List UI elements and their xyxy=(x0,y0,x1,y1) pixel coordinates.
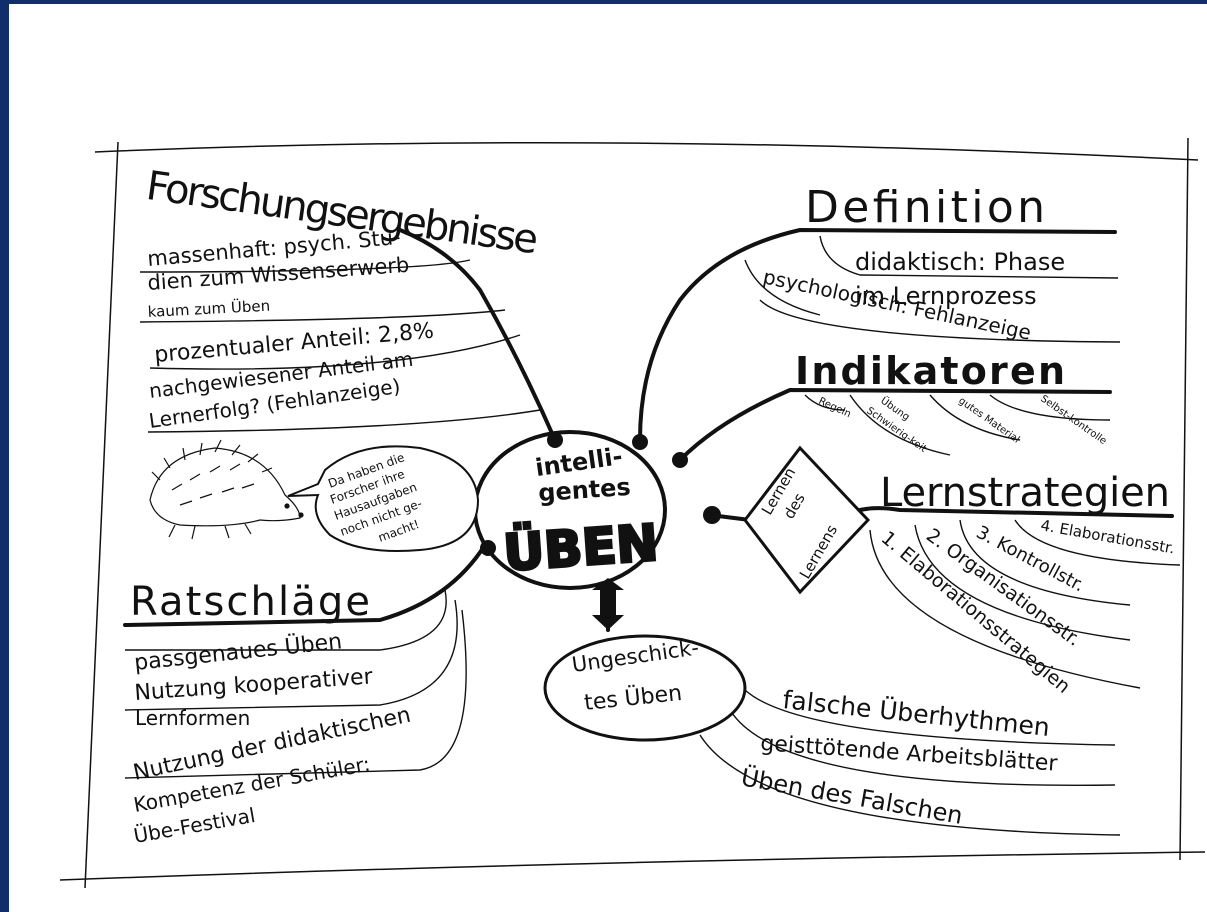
window-top-border xyxy=(0,0,1207,4)
hedgehog-icon xyxy=(149,439,304,540)
lernstrategien-title: Lernstrategien xyxy=(880,470,1170,516)
lernstrategie-4: 4. Elaborationsstr. xyxy=(1039,516,1176,557)
definition-item-1: didaktisch: Phase xyxy=(855,248,1065,276)
indikator-4: gutes Material xyxy=(956,395,1021,445)
branch-knots xyxy=(480,432,721,630)
center-label-line2: gentes xyxy=(537,473,631,507)
indikatoren-title: Indikatoren xyxy=(795,349,1065,393)
sub-branch-lines xyxy=(124,235,1181,836)
definition-item-2: im Lernprozess xyxy=(855,282,1037,310)
speech-bubble xyxy=(287,445,480,552)
lernen-des-lernens-diamond xyxy=(743,445,871,595)
indikator-1: Regeln xyxy=(817,396,853,420)
ungeschickt-item-1: falsche Überhythmen xyxy=(781,685,1051,742)
ratschlag-3: Lernformen xyxy=(135,706,250,730)
window-left-border xyxy=(0,0,9,912)
definition-title: Definition xyxy=(805,182,1045,233)
ungeschickt-item-3: Üben des Falschen xyxy=(739,762,965,830)
forschung-item-3: kaum zum Üben xyxy=(147,296,270,321)
paper-sheet xyxy=(59,137,1206,889)
center-label-line3: ÜBEN xyxy=(502,513,660,583)
ungeschicktes-node xyxy=(543,634,747,742)
ratschlaege-title: Ratschläge xyxy=(130,579,370,625)
